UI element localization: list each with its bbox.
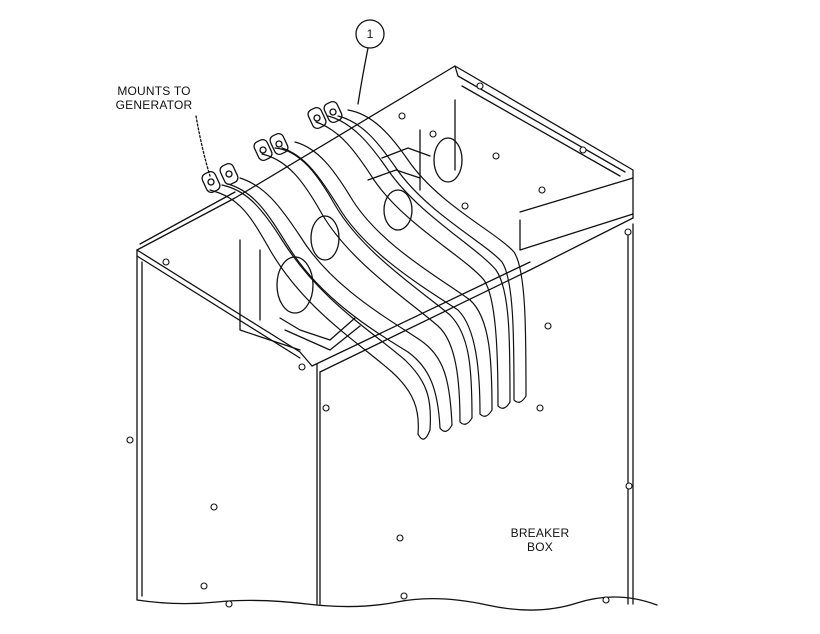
- mounts-label-line1: MOUNTS TO: [117, 84, 191, 98]
- mounts-label-line2: GENERATOR: [115, 98, 193, 112]
- rivets: [126, 82, 633, 608]
- breaker-label-line2: BOX: [527, 540, 553, 554]
- breaker-label-line1: BREAKER: [510, 526, 570, 540]
- breaker-box-body: [136, 65, 658, 611]
- callout-number: 1: [366, 27, 374, 41]
- callout-bubble: [355, 19, 385, 105]
- mounts-leader-line: [195, 115, 211, 177]
- cable-lugs: [201, 100, 343, 194]
- mounts-to-generator-label: MOUNTS TO GENERATOR: [108, 84, 200, 112]
- breaker-box-label: BREAKER BOX: [498, 526, 582, 554]
- cable-bundle: [209, 109, 527, 440]
